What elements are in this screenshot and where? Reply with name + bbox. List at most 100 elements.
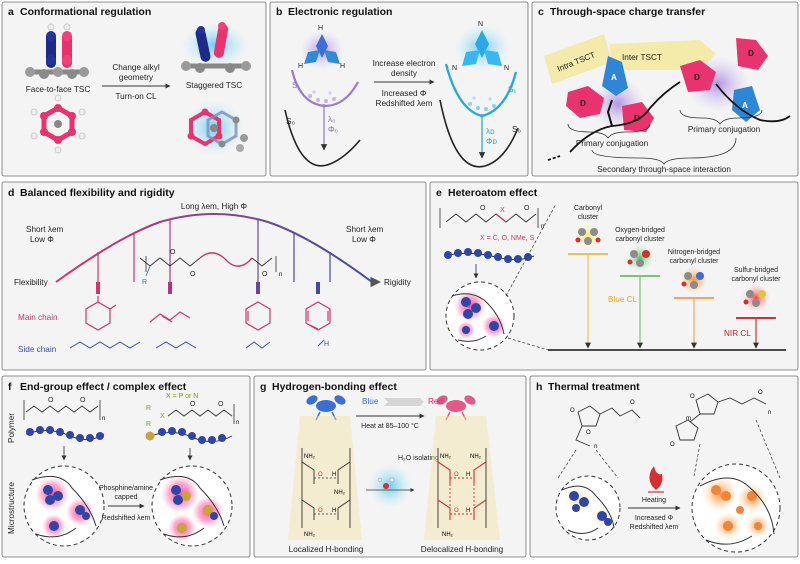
o-g-4: O — [454, 508, 459, 514]
o-f-1: O — [48, 397, 54, 404]
o-h-1: O — [586, 430, 591, 436]
donor-right-1: D — [694, 73, 700, 82]
redshift-h: Redshifted λem — [630, 524, 679, 531]
flexibility-label: Flexibility — [14, 278, 49, 287]
o-h-5: O — [758, 390, 763, 396]
staggered-molecule-top — [181, 22, 251, 73]
panel-e: e Heteroatom effect X O O n X = C, O, NM… — [429, 181, 799, 371]
inter-tsct-arrow — [610, 40, 716, 70]
blue-lobster-icon — [306, 395, 346, 421]
bead-chain-e — [443, 248, 535, 279]
o-h-2: O — [570, 408, 575, 414]
panel-c: c Through-space charge transfer Intra TS… — [531, 1, 799, 177]
localized-label: Localized H-bonding — [289, 545, 364, 554]
panel-h-letter: h — [536, 381, 542, 393]
panel-b-title: Electronic regulation — [288, 6, 392, 18]
donor-left-2: D — [634, 114, 640, 123]
microstructure-before-heating — [555, 449, 621, 541]
o-g-1: O — [318, 472, 323, 478]
phi0: Φ₀ — [328, 125, 338, 134]
nh2-6: NH₂ — [442, 532, 454, 538]
h-g-3: H — [466, 472, 470, 478]
polymer-backbone — [569, 81, 791, 153]
oxygen-1: O — [170, 249, 176, 256]
phiD: Φᴅ — [486, 137, 498, 146]
acceptor-right: A — [742, 101, 748, 110]
panel-b-letter: b — [276, 6, 282, 18]
r-group-f-1: R — [146, 405, 151, 412]
oxygen-3: O — [262, 271, 268, 278]
increased-phi-h: Increased Φ — [635, 515, 674, 522]
nh2-2: NH₂ — [334, 490, 346, 496]
right-da-unit: D D A — [680, 38, 768, 122]
energy-diagram-left: S₁ S₀ λ₀ Φ₀ H H H — [284, 25, 361, 167]
n-f-2: n — [236, 420, 239, 426]
lambda0: λ₀ — [328, 115, 336, 124]
panel-d: d Balanced flexibility and rigidity Long… — [1, 181, 427, 371]
carbonyl-o-2: O — [524, 205, 530, 212]
delocalized-hbond-network: NH₂ NH₂ O H O H NH₂ — [424, 416, 500, 540]
x-atom: X — [500, 207, 505, 214]
h-g-1: H — [332, 472, 336, 478]
microstructure-after-heating — [691, 419, 781, 553]
h-g-2: H — [332, 508, 336, 514]
o-h-4: O — [690, 394, 695, 400]
localized-hbond-network: NH₂ NH₂ O H O H NH₂ — [288, 416, 362, 540]
left-da-unit: A D D — [566, 56, 654, 132]
panel-f-letter: f — [8, 381, 12, 393]
n-f-1: n — [102, 416, 105, 422]
panel-h: h Thermal treatment O O O n O O n m O — [529, 375, 799, 558]
microstructure-label: Microstructure — [7, 482, 16, 534]
geometry-label: geometry — [119, 73, 154, 82]
panel-f-title: End-group effect / complex effect — [20, 381, 187, 393]
delocalized-label: Delocalized H-bonding — [421, 545, 504, 554]
left-short-lambda: Short λem — [26, 225, 63, 234]
panel-c-title: Through-space charge transfer — [550, 6, 705, 18]
primary-conjugation-right: Primary conjugation — [688, 125, 761, 134]
h2o-isolating-label: H₂O isolating — [398, 455, 439, 462]
long-lambda-high-phi: Long λem, High Φ — [181, 202, 248, 211]
n-h-2: n — [768, 410, 771, 416]
performance-curve — [55, 213, 373, 283]
carbonyl-cluster-l2: cluster — [578, 214, 599, 221]
o-f-3: O — [190, 401, 196, 408]
increased-phi-label: Increased Φ — [382, 89, 427, 98]
panel-a-title: Conformational regulation — [20, 6, 151, 18]
donor-left-1: D — [580, 99, 586, 108]
panel-a-letter: a — [8, 6, 14, 18]
oxygen-2: O — [190, 271, 196, 278]
atom-h-top: H — [318, 25, 323, 32]
right-short-lambda: Short λem — [346, 225, 383, 234]
panel-a: a Conformational regulation Face-to-face… — [1, 1, 267, 177]
donor-right-2: D — [748, 49, 754, 58]
heteroatom-structure: X O O n X = C, O, NMe, S — [439, 205, 544, 242]
nitrogen-bridged-cluster: Nitrogen-bridged carbonyl cluster — [668, 249, 720, 349]
sulfur-cluster-l2: carbonyl cluster — [731, 276, 781, 283]
nitrogen-cluster-l2: carbonyl cluster — [669, 258, 719, 265]
blue-to-red-arrow — [384, 398, 424, 406]
rigidity-label: Rigidity — [384, 278, 412, 287]
h-g-4: H — [466, 508, 470, 514]
redshift-label-f: Redshifted λem — [102, 515, 151, 522]
o-h-6: O — [670, 442, 675, 448]
blue-cl-label: Blue CL — [608, 295, 638, 304]
face-to-face-label: Face-to-face TSC — [26, 85, 91, 94]
atom-n-right: N — [504, 65, 509, 72]
oxygen-cluster-l2: carbonyl cluster — [615, 236, 665, 243]
nh2-5: NH₂ — [470, 454, 482, 460]
polymer-left: O O n — [23, 397, 105, 461]
oxygen-cluster-l1: Oxygen-bridged — [615, 227, 665, 234]
face-to-face-molecule-top — [25, 23, 89, 79]
polymer-right: X = P or N R R X O O n — [145, 393, 239, 461]
atom-h-right: H — [340, 63, 345, 70]
o-h-3: O — [630, 400, 635, 406]
oxygen-bridged-cluster: Oxygen-bridged carbonyl cluster — [615, 227, 665, 349]
x-definition: X = C, O, NMe, S — [480, 235, 535, 242]
capped-label-2: capped — [115, 494, 138, 501]
crosslinked-structure: O O n m O — [670, 390, 771, 448]
s1-left: S₁ — [292, 81, 300, 90]
o-g-3: O — [454, 472, 459, 478]
change-alkyl-label: Change alkyl — [112, 63, 160, 72]
anhydride-monomer: O O O n — [570, 400, 641, 450]
